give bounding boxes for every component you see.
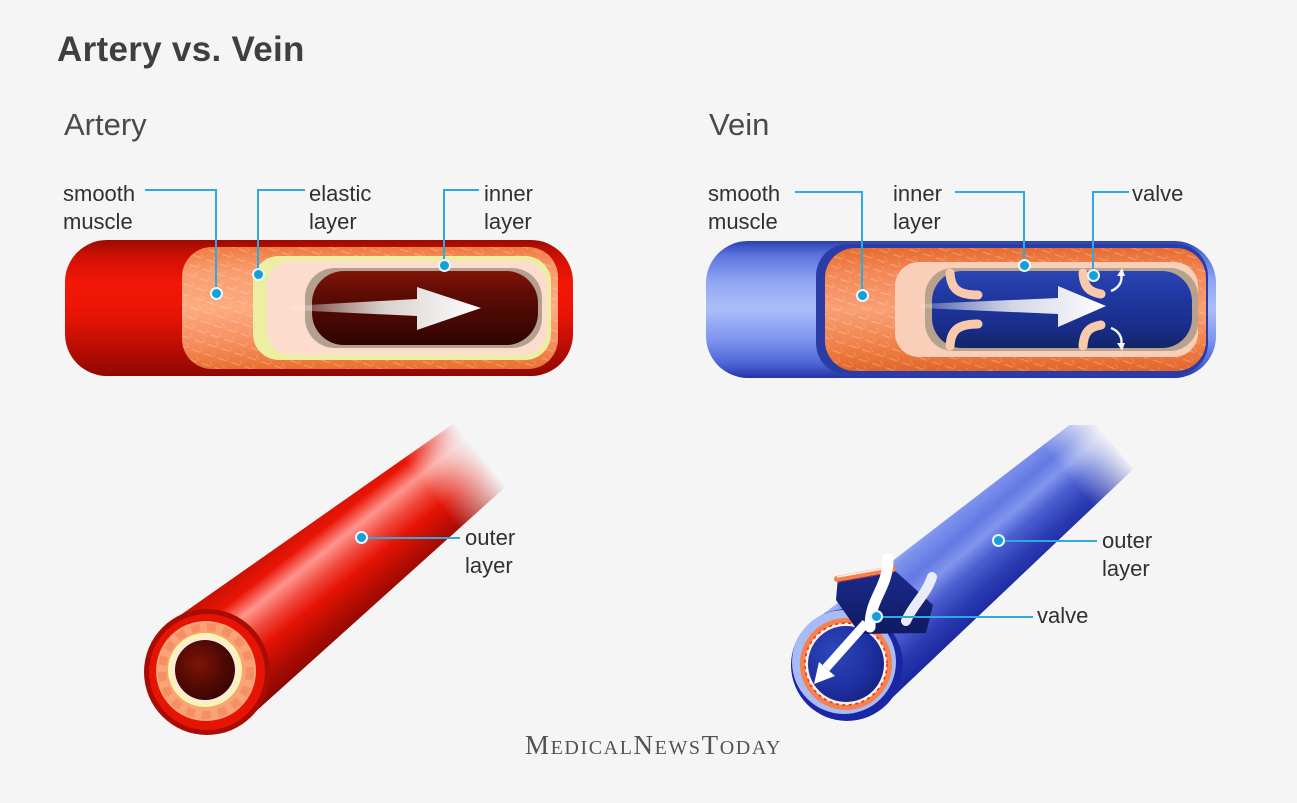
vein-valve-flaps bbox=[945, 268, 1106, 351]
leader-dot-icon bbox=[252, 268, 265, 281]
leader-dot-icon bbox=[1018, 259, 1031, 272]
artery-section-heading: Artery bbox=[64, 107, 147, 142]
logo-letter: T bbox=[701, 730, 720, 760]
vein-tube-illustration bbox=[791, 425, 1150, 721]
leader-dot-icon bbox=[856, 289, 869, 302]
leader-dot-icon bbox=[1087, 269, 1100, 282]
leader-line bbox=[145, 189, 216, 191]
logo-letter: M bbox=[525, 730, 551, 760]
logo-letters: EDICAL bbox=[550, 737, 634, 759]
leader-dot-icon bbox=[210, 287, 223, 300]
label-vein-valve-bottom: valve bbox=[1037, 603, 1089, 628]
label-artery-inner-layer: inner layer bbox=[484, 181, 533, 234]
leader-line bbox=[1092, 191, 1129, 193]
label-vein-outer-layer: outer layer bbox=[1102, 528, 1153, 581]
label-artery-outer-layer: outer layer bbox=[465, 525, 516, 578]
page-title: Artery vs. Vein bbox=[57, 30, 305, 69]
leader-line bbox=[257, 189, 305, 191]
logo-letters: ODAY bbox=[719, 737, 783, 759]
leader-dot-icon bbox=[438, 259, 451, 272]
artery-cutaway-illustration bbox=[65, 240, 573, 376]
label-artery-smooth-muscle: smooth muscle bbox=[63, 181, 136, 234]
artery-cross-section bbox=[144, 609, 270, 735]
label-vein-smooth-muscle: smooth muscle bbox=[708, 181, 781, 234]
leader-dot-icon bbox=[355, 531, 368, 544]
logo-letters: EWS bbox=[654, 737, 702, 759]
blood-flow-arrow-icon bbox=[814, 620, 870, 684]
vein-section-heading: Vein bbox=[709, 107, 770, 142]
leader-line bbox=[795, 191, 863, 193]
leader-line bbox=[861, 191, 863, 295]
leader-line bbox=[443, 189, 445, 265]
blood-flow-arrow-icon bbox=[290, 287, 481, 330]
label-vein-inner-layer: inner layer bbox=[893, 181, 942, 234]
blood-flow-arrow-icon bbox=[920, 286, 1106, 327]
leader-line bbox=[955, 191, 1025, 193]
leader-line bbox=[362, 537, 460, 539]
leader-line bbox=[1023, 191, 1025, 265]
leader-line bbox=[257, 189, 259, 274]
leader-line bbox=[215, 189, 217, 293]
artery-tube-illustration bbox=[144, 425, 521, 735]
leader-line bbox=[999, 540, 1097, 542]
vein-cutaway-illustration bbox=[706, 241, 1216, 378]
label-vein-valve: valve bbox=[1132, 181, 1184, 206]
leader-dot-icon bbox=[992, 534, 1005, 547]
leader-line bbox=[1092, 191, 1094, 275]
label-artery-elastic-layer: elastic layer bbox=[309, 181, 372, 234]
leader-dot-icon bbox=[870, 610, 883, 623]
vein-end-cross-section bbox=[791, 609, 903, 721]
leader-line bbox=[877, 616, 1033, 618]
leader-line bbox=[443, 189, 479, 191]
logo-letter: N bbox=[633, 730, 655, 760]
